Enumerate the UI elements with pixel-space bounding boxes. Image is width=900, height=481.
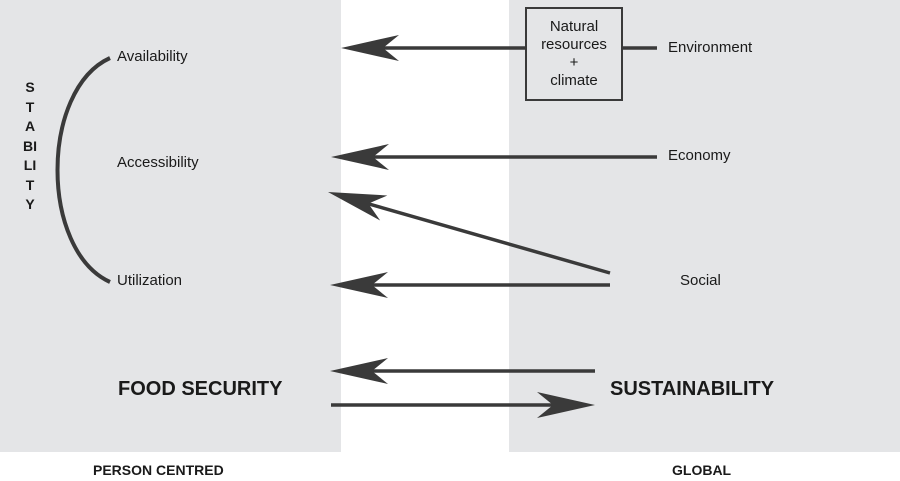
arrow-economy-accessibility [331, 144, 657, 170]
utilization-label: Utilization [117, 272, 183, 289]
environment-label: Environment [668, 39, 753, 56]
availability-label: Availability [117, 48, 188, 65]
box-line: resources [541, 36, 607, 53]
natural-resources-box: Natural resources + climate [525, 7, 623, 101]
global-panel [509, 0, 900, 452]
box-line: climate [550, 72, 598, 89]
accessibility-label: Accessibility [117, 154, 199, 171]
arrow-foodsecurity-sustainability [331, 392, 595, 418]
food-security-title: FOOD SECURITY [118, 378, 283, 400]
stability-arc [55, 56, 111, 284]
box-line: + [569, 54, 579, 71]
arrow-social-utilization [330, 272, 610, 298]
social-label: Social [680, 272, 721, 289]
arrow-social-accessibility [324, 179, 611, 275]
arrow-sustainability-foodsecurity [330, 358, 595, 384]
box-line: Natural [549, 18, 599, 35]
sustainability-title: SUSTAINABILITY [610, 378, 775, 400]
arrow-environment-availability [341, 35, 525, 61]
person-centred-panel [0, 0, 341, 452]
person-centred-label: PERSON CENTRED [93, 462, 224, 478]
global-label: GLOBAL [672, 462, 732, 478]
stability-label: STABILITY [23, 79, 37, 212]
economy-label: Economy [668, 147, 731, 164]
